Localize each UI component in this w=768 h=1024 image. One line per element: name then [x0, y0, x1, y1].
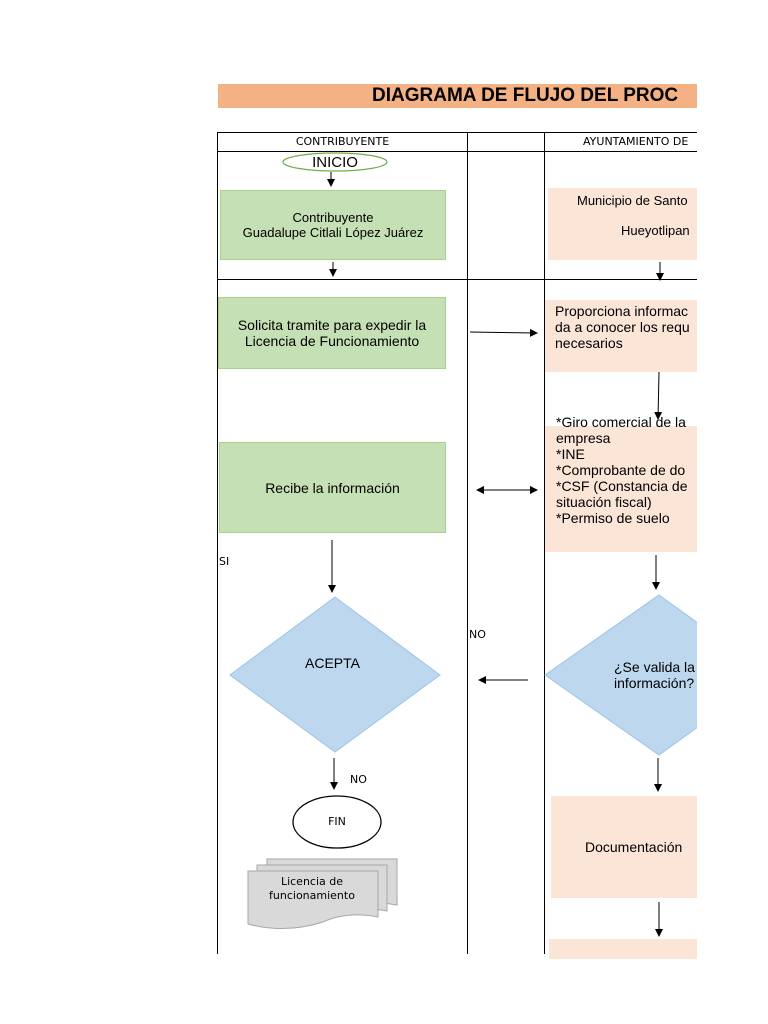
solicita-box: Solicita tramite para expedir la Licenci…: [218, 297, 446, 369]
requisito-line6: situación fiscal): [556, 494, 652, 510]
recibe-label: Recibe la información: [265, 479, 400, 496]
diagram-lines: [217, 132, 697, 954]
valida-line1: ¿Se valida la: [614, 659, 695, 675]
valida-decision: [544, 594, 697, 756]
documentacion-label: Documentación: [585, 839, 683, 855]
recibe-box: Recibe la información: [219, 442, 446, 533]
start-label: INICIO: [312, 154, 358, 171]
requisito-line2: empresa: [556, 430, 611, 446]
acepta-label: ACEPTA: [305, 655, 360, 671]
swimlane-grid: [217, 132, 697, 954]
valida-line2: información?: [614, 675, 695, 691]
fin-label: FIN: [328, 815, 346, 828]
contribuyente-line2: Guadalupe Citlali López Juárez: [242, 225, 424, 240]
solicita-line1: Solicita tramite para expedir la: [237, 317, 427, 333]
requisito-line4: *Comprobante de do: [556, 462, 686, 478]
municipio-box: Municipio de Santo Hueyotlipan: [548, 188, 697, 260]
column-header-contribuyente: CONTRIBUYENTE: [295, 135, 390, 148]
documentacion-box: Documentación: [551, 796, 697, 898]
valida-text: ¿Se valida la información?: [614, 659, 695, 691]
licencia-line2: funcionamiento: [269, 889, 355, 902]
arrow-solicita-to-proporciona: [469, 328, 538, 337]
requisito-line7: *Permiso de suelo: [556, 510, 670, 526]
no-label-bottom: NO: [350, 773, 367, 786]
next-step-box: [549, 939, 697, 959]
proporciona-line1: Proporciona informac: [555, 303, 689, 319]
licencia-document-text: Licencia de funcionamiento: [257, 875, 367, 903]
proporciona-line2: da a conocer los requ: [555, 319, 690, 335]
requisitos-box: [545, 426, 697, 552]
si-label: SI: [219, 555, 230, 568]
flowchart-canvas: DIAGRAMA DE FLUJO DEL PROC: [217, 84, 697, 959]
fin-terminator: [292, 795, 382, 849]
diagram-title: DIAGRAMA DE FLUJO DEL PROC: [372, 85, 679, 106]
title-bar: [218, 84, 697, 108]
contribuyente-box: Contribuyente Guadalupe Citlali López Ju…: [220, 190, 446, 260]
proporciona-line3: necesarios: [555, 335, 623, 351]
proporciona-box: Proporciona informac da a conocer los re…: [545, 300, 697, 372]
requisito-line1: *Giro comercial de la: [556, 414, 686, 430]
licencia-document-shape: [247, 858, 398, 930]
requisitos-list: *Giro comercial de la empresa *INE *Comp…: [556, 414, 688, 526]
requisito-line3: *INE: [556, 446, 585, 462]
start-terminator: [282, 152, 388, 172]
no-label-top: NO: [469, 628, 486, 641]
column-header-ayuntamiento: AYUNTAMIENTO DE: [583, 135, 689, 148]
licencia-line1: Licencia de: [280, 875, 344, 888]
municipio-line2: Hueyotlipan: [621, 223, 690, 238]
acepta-decision: [229, 596, 441, 753]
contribuyente-line1: Contribuyente: [292, 210, 374, 225]
solicita-line2: Licencia de Funcionamiento: [244, 333, 420, 349]
requisito-line5: *CSF (Constancia de: [556, 478, 688, 494]
municipio-line1: Municipio de Santo: [577, 193, 688, 208]
arrow-proporciona-down: [654, 371, 663, 420]
